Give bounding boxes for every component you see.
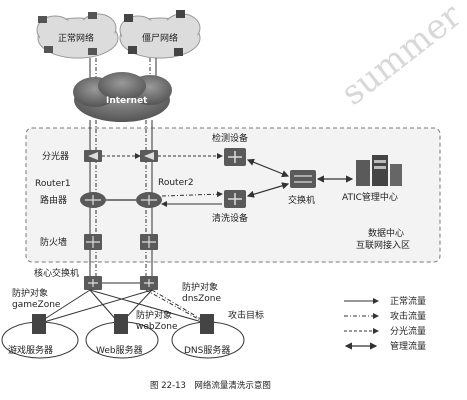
internet-label: Internet (106, 96, 148, 106)
detection-device-label: 检测设备 (212, 132, 248, 144)
firewall-2 (140, 234, 158, 250)
router2-label: Router2 (158, 178, 194, 188)
protect-dns-label-1: 防护对象 (182, 281, 218, 293)
router-2 (136, 192, 162, 208)
splitter-1 (84, 150, 102, 162)
splitter-label: 分光器 (42, 150, 69, 162)
protect-web-label-2: webZone (136, 322, 178, 332)
switch (290, 170, 316, 188)
detection-device (224, 148, 246, 166)
core-switch-2 (140, 276, 158, 290)
datacenter-label-line1: 数据中心 (368, 227, 404, 239)
firewall-label: 防火墙 (40, 236, 67, 248)
legend-label-normal: 正常流量 (390, 295, 426, 307)
protect-game-label-1: 防护对象 (12, 287, 48, 299)
zombie-network-label: 僵尸网络 (142, 32, 178, 44)
core-switch-label: 核心交换机 (34, 267, 79, 279)
legend-label-mgmt: 管理流量 (390, 340, 426, 352)
watermark: summer (334, 0, 467, 114)
core-switch-1 (84, 276, 102, 290)
legend: 正常流量 攻击流量 分光流量 管理流量 (344, 295, 426, 352)
zombie-network-cloud (119, 10, 201, 59)
web-server-icon (114, 314, 128, 334)
splitter-2 (140, 150, 158, 162)
figure-caption: 图 22-13 网络流量清洗示意图 (150, 380, 271, 391)
game-server-label: 游戏服务器 (8, 344, 53, 356)
protect-game-label-2: gameZone (12, 300, 61, 310)
datacenter-label-line2: 互联网接入区 (356, 239, 410, 251)
dns-server-icon (200, 314, 214, 334)
router1-label: Router1 (35, 179, 71, 189)
cleaning-device (224, 190, 246, 208)
protect-web-label-1: 防护对象 (136, 309, 172, 321)
cleaning-device-label: 清洗设备 (212, 212, 248, 224)
normal-network-label: 正常网络 (58, 32, 94, 44)
dns-server-label: DNS服务器 (184, 344, 230, 356)
router-cn-label: 路由器 (40, 194, 67, 206)
atic-server-icon (356, 155, 402, 186)
legend-label-split: 分光流量 (390, 325, 426, 337)
firewall-1 (84, 234, 102, 250)
switch-label: 交换机 (288, 194, 315, 206)
legend-label-attack: 攻击流量 (390, 310, 426, 322)
atic-center-label: ATIC管理中心 (342, 191, 398, 203)
attack-target-label: 攻击目标 (228, 309, 264, 321)
protect-dns-label-2: dnsZone (182, 294, 221, 304)
web-server-label: Web服务器 (96, 344, 143, 356)
normal-network-cloud (36, 12, 119, 59)
game-server-icon (32, 314, 46, 334)
internet-cloud (73, 72, 172, 122)
router-1 (80, 192, 106, 208)
